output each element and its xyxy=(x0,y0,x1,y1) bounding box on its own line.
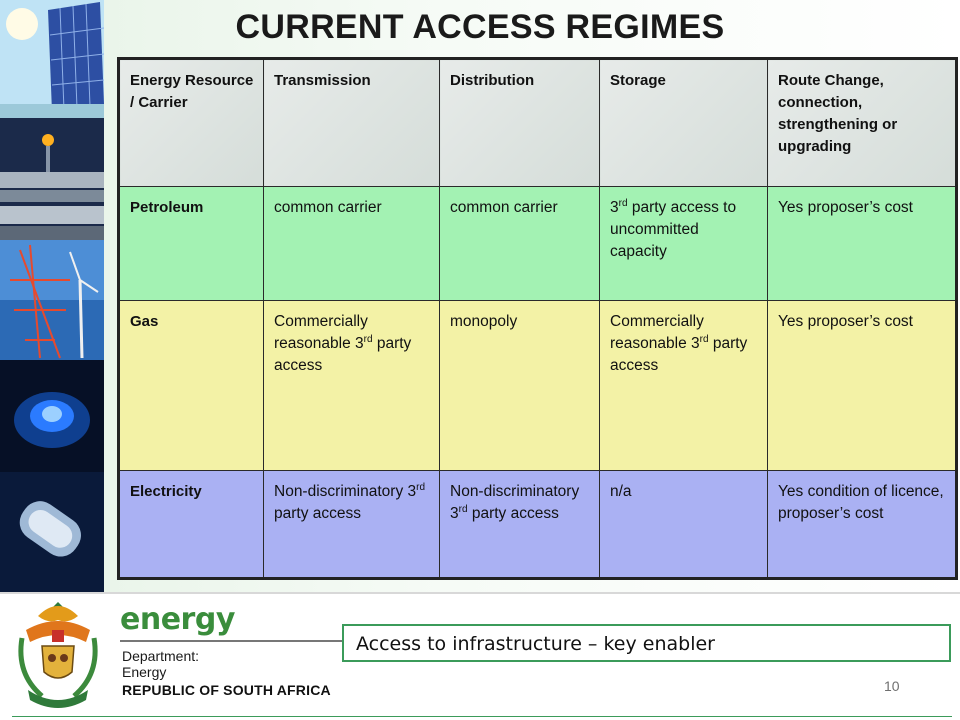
brand-wordmark: energy xyxy=(120,602,235,637)
cell-text-post: party access to uncommitted capacity xyxy=(610,199,737,260)
ordinal-suffix: rd xyxy=(363,333,373,345)
cell-text-post: party access xyxy=(274,335,412,374)
cell-resource-name: Gas xyxy=(118,300,264,471)
slide-title: CURRENT ACCESS REGIMES xyxy=(235,8,725,46)
header-storage: Storage xyxy=(599,58,768,187)
cell-resource-name: Electricity xyxy=(118,470,264,579)
table-header-row: Energy Resource / Carrier Transmission D… xyxy=(118,58,957,187)
header-route-change: Route Change, connection, strengthening … xyxy=(767,58,957,187)
cell-text-pre: 3 xyxy=(610,199,619,216)
footer-bottom-line xyxy=(12,716,952,717)
cell-text-pre: Non-discriminatory 3 xyxy=(450,483,580,522)
cell-text-pre: Non-discriminatory 3 xyxy=(274,483,417,500)
table-row-petroleum: Petroleum common carrier common carrier … xyxy=(118,186,957,301)
energy-brand: energy xyxy=(120,604,235,636)
access-regimes-table: Energy Resource / Carrier Transmission D… xyxy=(117,57,958,580)
footer-divider xyxy=(0,592,960,594)
department-line-1: Department: xyxy=(122,648,200,664)
callout-text: Access to infrastructure – key enabler xyxy=(356,633,715,655)
cell-route-change: Yes proposer’s cost xyxy=(767,186,957,301)
department-line-2: Energy xyxy=(122,664,167,680)
cell-distribution: common carrier xyxy=(439,186,600,301)
cell-text-post: party access xyxy=(274,505,362,522)
wind-turbine-icon xyxy=(0,240,104,360)
solar-panel-icon xyxy=(0,0,104,118)
department-label: Department: Energy xyxy=(122,648,199,680)
cell-route-change: Yes condition of licence, proposer’s cos… xyxy=(767,470,957,579)
oil-refinery-icon xyxy=(0,118,104,240)
ordinal-suffix: rd xyxy=(699,333,709,345)
table-row-gas: Gas Commercially reasonable 3rd party ac… xyxy=(118,300,957,471)
cell-storage: 3rd party access to uncommitted capacity xyxy=(599,186,768,301)
cell-storage: Commercially reasonable 3rd party access xyxy=(599,300,768,471)
coat-of-arms-icon xyxy=(8,594,108,714)
header-distribution: Distribution xyxy=(439,58,600,187)
cell-transmission: Commercially reasonable 3rd party access xyxy=(263,300,440,471)
country-label: REPUBLIC OF SOUTH AFRICA xyxy=(122,682,331,698)
cell-distribution: Non-discriminatory 3rd party access xyxy=(439,470,600,579)
cell-transmission: common carrier xyxy=(263,186,440,301)
table-row-electricity: Electricity Non-discriminatory 3rd party… xyxy=(118,470,957,579)
cell-resource-name: Petroleum xyxy=(118,186,264,301)
header-resource: Energy Resource / Carrier xyxy=(118,58,264,187)
cell-text-post: party access xyxy=(467,505,559,522)
gas-flame-icon xyxy=(0,360,104,472)
key-enabler-callout: Access to infrastructure – key enabler xyxy=(342,624,951,662)
ordinal-suffix: rd xyxy=(458,503,468,515)
header-transmission: Transmission xyxy=(263,58,440,187)
ordinal-suffix: rd xyxy=(416,481,426,493)
ordinal-suffix: rd xyxy=(618,197,628,209)
cell-transmission: Non-discriminatory 3rd party access xyxy=(263,470,440,579)
fuel-rod-icon xyxy=(0,472,104,592)
cell-text-pre: Commercially reasonable 3 xyxy=(610,313,704,352)
page-number: 10 xyxy=(884,678,900,694)
cell-distribution: monopoly xyxy=(439,300,600,471)
cell-route-change: Yes proposer’s cost xyxy=(767,300,957,471)
cell-text-pre: Commercially reasonable 3 xyxy=(274,313,368,352)
cell-storage: n/a xyxy=(599,470,768,579)
cell-text-post: party access xyxy=(610,335,748,374)
photo-strip xyxy=(0,0,104,592)
brand-underline xyxy=(120,640,350,642)
